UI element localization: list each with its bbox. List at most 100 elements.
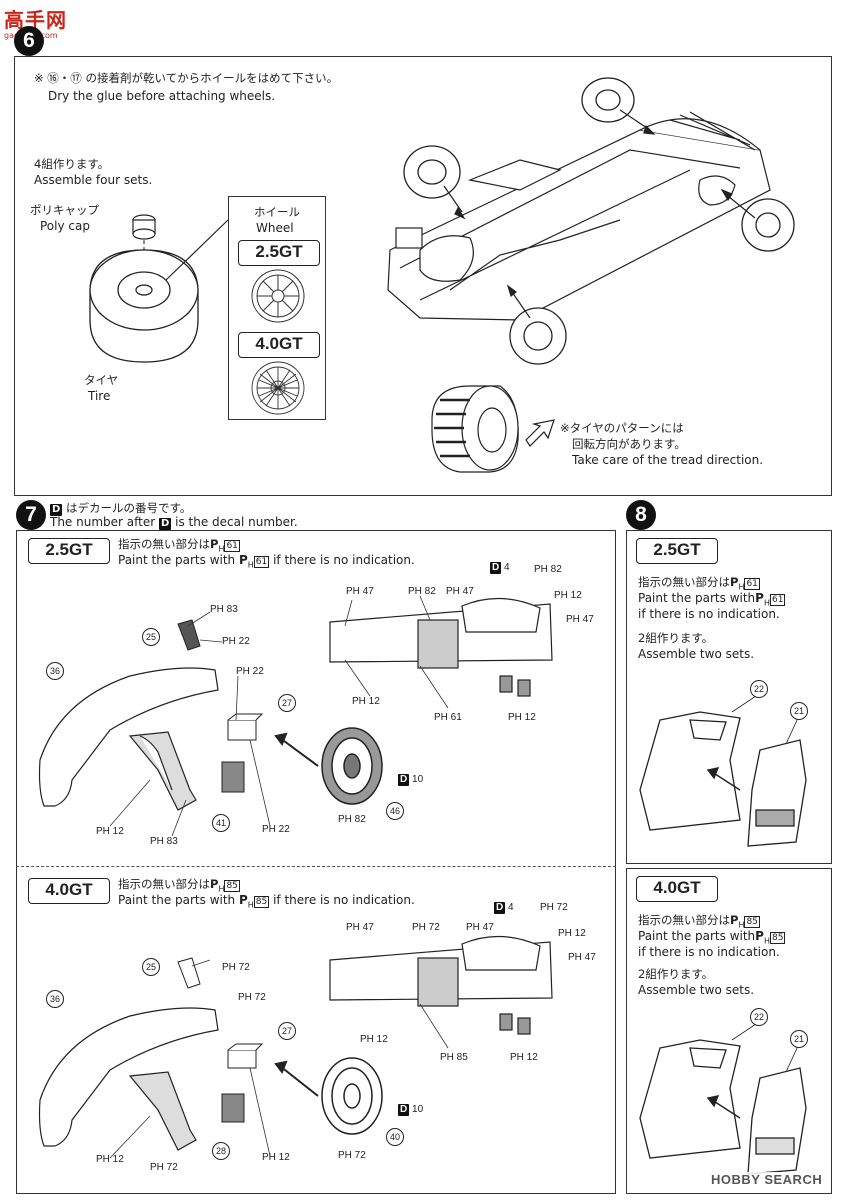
step8a-paint-en-1-text: Paint the parts with: [638, 591, 756, 605]
step8b-sets-jp: 2組作ります。: [638, 967, 714, 981]
part-25-a: 25: [142, 628, 160, 646]
part-25-b: 25: [142, 958, 160, 976]
ph-sub-6: H: [763, 598, 770, 608]
ph-prefix-3: P: [210, 877, 219, 891]
step7b-paint-en-post: if there is no indication.: [273, 893, 415, 907]
step8a-color: 61: [744, 578, 760, 590]
wheel-variant-2-5gt: 2.5GT: [238, 240, 320, 266]
step7b-default-color-en: 85: [253, 896, 270, 908]
step7-tag-2-5gt: 2.5GT: [28, 538, 110, 564]
polycap-label-jp: ポリキャップ: [30, 203, 99, 217]
step7a-default-color: 61: [224, 540, 240, 552]
ref-ph82-a2: PH 82: [408, 586, 436, 597]
ref-ph22-a3: PH 22: [262, 824, 290, 835]
ref-ph12-a4: PH 12: [508, 712, 536, 723]
ref-ph82-a3: PH 82: [534, 564, 562, 575]
decal-icon-inline: D: [159, 518, 172, 530]
ref-ph12-a2: PH 12: [554, 590, 582, 601]
ref-ph83-a: PH 83: [210, 604, 238, 615]
ph-sub-4: H: [247, 900, 254, 910]
part-28: 28: [212, 1142, 230, 1160]
part-22-b: 22: [750, 1008, 768, 1026]
step8a-paint-en-2: if there is no indication.: [638, 607, 780, 621]
ref-ph12-b3: PH 12: [558, 928, 586, 939]
step8-tag-4-0gt: 4.0GT: [636, 876, 718, 902]
decal-10b-num: 10: [412, 1104, 424, 1115]
decal-icon-10b: D: [398, 1104, 410, 1116]
step7-decal-note-jp: D はデカールの番号です。: [50, 500, 191, 516]
ref-ph22-a2: PH 22: [236, 666, 264, 677]
decal-note-en-post: is the decal number.: [175, 515, 298, 529]
ph-prefix-7: P: [730, 913, 739, 927]
watermark-text: HOBBY SEARCH: [711, 1172, 823, 1187]
ref-ph47-b2: PH 47: [466, 922, 494, 933]
decal-icon-4a: D: [490, 562, 502, 574]
part-36-b: 36: [46, 990, 64, 1008]
ph-sub: H: [218, 544, 225, 554]
part-22-a: 22: [750, 680, 768, 698]
polycap-label-en: Poly cap: [40, 219, 90, 233]
ph-prefix-6: P: [755, 591, 764, 605]
decal-icon-4b: D: [494, 902, 506, 914]
ref-ph12-a1: PH 12: [96, 826, 124, 837]
decal-note-jp-text: はデカールの番号です。: [65, 501, 192, 515]
ref-ph12-b1: PH 12: [96, 1154, 124, 1165]
ref-ph61-a: PH 61: [434, 712, 462, 723]
step7b-paint-en-pre: Paint the parts with: [118, 893, 236, 907]
step8b-color-2: 85: [769, 932, 786, 944]
step8b-color: 85: [744, 916, 760, 928]
step8-tag-2-5gt: 2.5GT: [636, 538, 718, 564]
step8a-sets-jp: 2組作ります。: [638, 631, 714, 645]
step7a-paint-en-post: if there is no indication.: [273, 553, 415, 567]
decal-4-a: D 4: [490, 562, 510, 574]
decal-4-b: D 4: [494, 902, 514, 914]
part-21-a: 21: [790, 702, 808, 720]
ref-ph72-b1: PH 72: [222, 962, 250, 973]
step6-note-jp: ※ ⑯・⑰ の接着剤が乾いてからホイールをはめて下さい。: [34, 71, 339, 85]
ph-prefix-4: P: [238, 893, 248, 907]
step7a-default-color-en: 61: [253, 556, 270, 568]
step8b-paint-jp-text: 指示の無い部分は: [638, 913, 730, 927]
part-21-b: 21: [790, 1030, 808, 1048]
ref-ph12-b2: PH 12: [262, 1152, 290, 1163]
step7b-paint-jp-text: 指示の無い部分は: [118, 877, 210, 891]
step7-decal-note-en: The number after D is the decal number.: [50, 514, 298, 530]
step8b-sets-en: Assemble two sets.: [638, 983, 755, 997]
wheel-label-jp: ホイール: [254, 205, 300, 219]
step8-number: 8: [626, 500, 656, 530]
ref-ph47-b3: PH 47: [568, 952, 596, 963]
ref-ph85-b: PH 85: [440, 1052, 468, 1063]
ref-ph72-b2: PH 72: [238, 992, 266, 1003]
tread-note-en: Take care of the tread direction.: [572, 453, 764, 467]
part-40: 40: [386, 1128, 404, 1146]
step7-tag-4-0gt: 4.0GT: [28, 878, 110, 904]
step8a-color-2: 61: [769, 594, 786, 606]
ref-ph47-a2: PH 47: [446, 586, 474, 597]
ref-ph72-b6: PH 72: [540, 902, 568, 913]
decal-10-b: D 10: [398, 1104, 423, 1116]
step6-note-en: Dry the glue before attaching wheels.: [48, 89, 276, 103]
part-46: 46: [386, 802, 404, 820]
tread-note-jp-1: ※タイヤのパターンには: [560, 421, 684, 435]
step8b-paint-en-1-text: Paint the parts with: [638, 929, 756, 943]
step7a-paint-en-pre: Paint the parts with: [118, 553, 236, 567]
ph-sub-5: H: [738, 582, 745, 592]
ph-sub-2: H: [247, 560, 254, 570]
logo-text: 高手网: [4, 8, 67, 32]
ph-prefix-5: P: [730, 575, 739, 589]
step8b-paint-en-2: if there is no indication.: [638, 945, 780, 959]
ref-ph12-b5: PH 12: [510, 1052, 538, 1063]
ph-sub-8: H: [763, 936, 770, 946]
part-27-a: 27: [278, 694, 296, 712]
step7b-default-color: 85: [224, 880, 240, 892]
step7-panel: [16, 530, 616, 1194]
decal-10-a: D 10: [398, 774, 423, 786]
ref-ph12-b4: PH 12: [360, 1034, 388, 1045]
step6-number: 6: [14, 26, 44, 56]
